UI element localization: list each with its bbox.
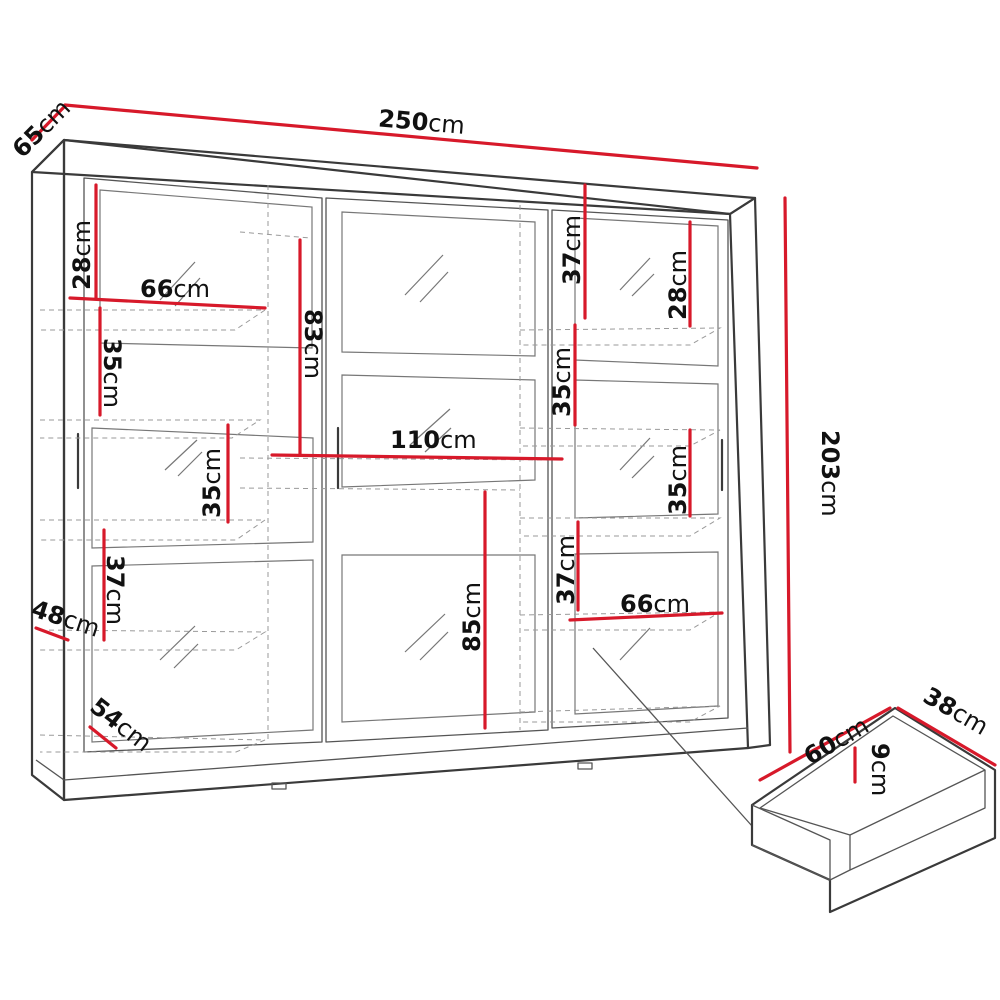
- dim-line-110: [270, 453, 564, 461]
- label-l35b: 35cm: [198, 448, 226, 518]
- dim-line-l66: [68, 296, 267, 310]
- drawer-detail: [592, 647, 997, 914]
- label-drawer-9: 9cm: [866, 743, 894, 796]
- label-r28: 28cm: [664, 250, 692, 320]
- label-depth: 65cm: [7, 94, 76, 163]
- dim-line-width: [63, 103, 759, 170]
- label-r37b: 37cm: [552, 535, 580, 605]
- dim-line-r66: [568, 611, 724, 622]
- label-l28: 28cm: [68, 220, 96, 290]
- label-l35a: 35cm: [98, 338, 126, 408]
- label-54: 54cm: [85, 692, 157, 757]
- dimension-lines: [30, 103, 997, 784]
- label-83: 83cm: [299, 309, 327, 379]
- label-110: 110cm: [390, 426, 477, 454]
- sliding-door-left: [76, 177, 323, 753]
- wardrobe-outline: [30, 138, 772, 802]
- label-r37a: 37cm: [558, 215, 586, 285]
- sliding-door-right: [551, 209, 729, 729]
- label-l66: 66cm: [140, 275, 210, 303]
- dim-line-drawer-38: [896, 706, 997, 767]
- label-r35a: 35cm: [548, 347, 576, 417]
- dim-line-height: [783, 196, 792, 754]
- label-width: 250cm: [377, 104, 466, 139]
- label-drawer-60: 60cm: [799, 711, 874, 770]
- dim-line-48: [34, 626, 70, 642]
- interior-shelves: [39, 185, 722, 753]
- sliding-door-middle: [325, 197, 549, 743]
- label-height: 203cm: [816, 430, 844, 517]
- label-r66: 66cm: [620, 590, 690, 618]
- dim-line-depth: [30, 104, 67, 142]
- label-l37: 37cm: [101, 555, 129, 625]
- label-85: 85cm: [458, 582, 486, 652]
- dim-line-54: [88, 725, 118, 750]
- label-drawer-38: 38cm: [919, 682, 994, 741]
- dim-line-drawer-60: [758, 706, 892, 782]
- label-r35b: 35cm: [664, 445, 692, 515]
